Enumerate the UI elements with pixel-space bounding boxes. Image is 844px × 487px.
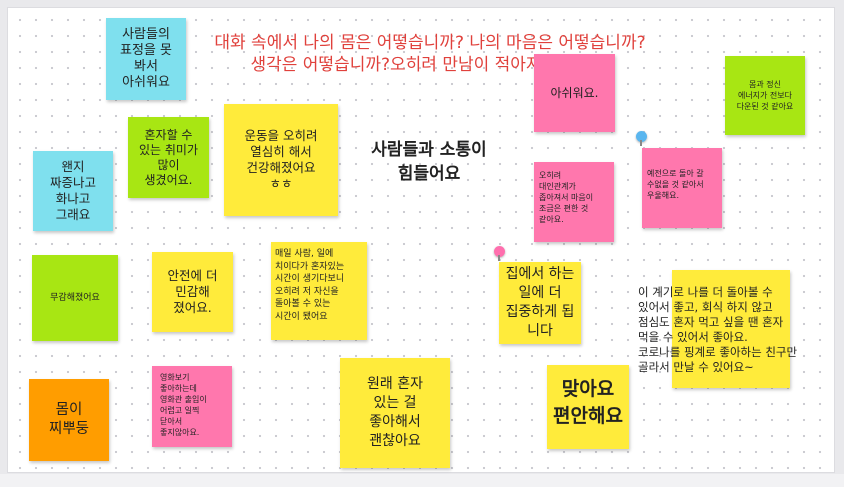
bottom-scroll-area [0, 474, 844, 487]
pin-icon [636, 131, 647, 146]
sticky-note[interactable]: 운동을 오히려 열심히 해서 건강해졌어요 ㅎㅎ [224, 104, 338, 216]
sticky-note[interactable]: 오히려 대인관계가 좁아져서 마음이 조금은 편한 것 같아요. [534, 162, 614, 242]
sticky-note-background[interactable] [547, 365, 629, 449]
sticky-note[interactable]: 매일 사람, 일에 치이다가 혼자있는 시간이 생기다보니 오히려 저 자신을 … [271, 242, 367, 340]
sticky-note[interactable]: 원래 혼자 있는 걸 좋아해서 괜찮아요 [340, 358, 450, 468]
sticky-note[interactable]: 사람들의 표정을 못 봐서 아쉬워요 [106, 18, 186, 100]
sticky-note-text: 이 계기로 나를 더 돌아볼 수 있어서 좋고, 회식 하지 않고 점심도 혼자… [638, 285, 798, 374]
sticky-note[interactable]: 무감해졌어요 [32, 255, 118, 341]
sticky-note[interactable]: 예전으로 돌아 갈 수없을 것 같아서 우울해요. [642, 148, 722, 228]
sticky-note[interactable]: 몸이 찌뿌둥 [29, 379, 109, 461]
sticky-note[interactable]: 사람들과 소통이 힘들어요 [371, 140, 487, 184]
sticky-note[interactable]: 왠지 짜증나고 화나고 그래요 [33, 151, 113, 231]
sticky-note[interactable]: 영화보기 좋아하는데 영화관 출입이 어렵고 일찍 닫아서 좋지않아요. [152, 366, 232, 447]
sticky-note[interactable]: 안전에 더 민감해 졌어요. [152, 252, 233, 332]
sticky-note-background[interactable] [672, 270, 790, 388]
sticky-note[interactable]: 혼자할 수 있는 취미가 많이 생겼어요. [128, 117, 209, 198]
board-question-title: 대화 속에서 나의 몸은 어떻습니까? 나의 마음은 어떻습니까? 생각은 어떻… [214, 33, 646, 75]
sticky-note[interactable]: 집에서 하는 일에 더 집중하게 됩니다 [499, 262, 581, 344]
sticky-note[interactable]: 아쉬워요. [534, 54, 615, 132]
sticky-note-text: 맞아요 편안해요 [553, 378, 623, 427]
sticky-note[interactable]: 몸과 정신 에너지가 전보다 다운된 것 같아요 [725, 56, 805, 135]
pin-icon [494, 246, 505, 261]
